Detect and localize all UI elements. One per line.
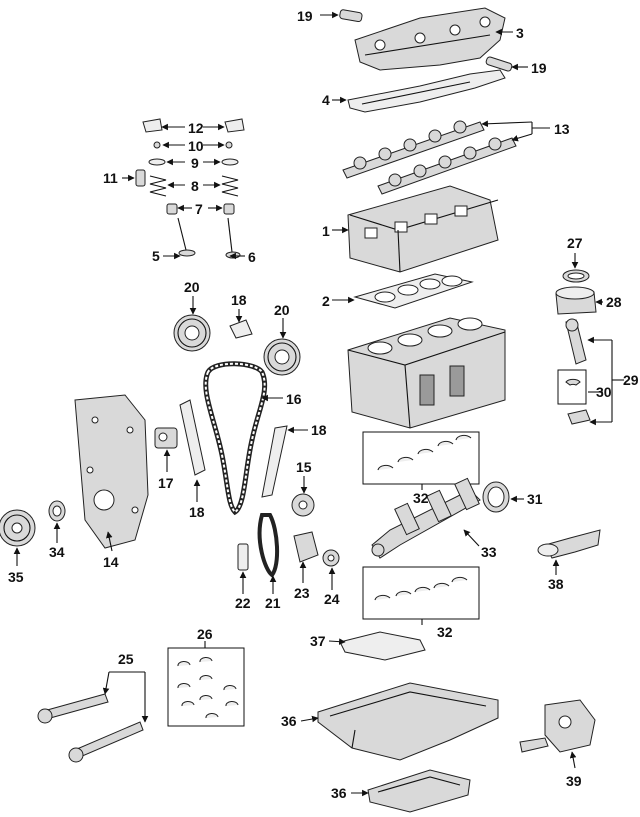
- callout-39: 39: [566, 773, 582, 789]
- callout-27: 27: [567, 235, 583, 251]
- oil-pump-tensioner-part: [293, 531, 319, 563]
- oil-pump-chain-part: [257, 513, 280, 578]
- pcv-fitting-top-part: [339, 9, 363, 23]
- oil-pickup-tube-part: [537, 529, 601, 559]
- chain-guide-right-part: [261, 425, 288, 498]
- piston-rings-part: [562, 269, 590, 283]
- callout-4: 4: [322, 92, 330, 108]
- callout-16: 16: [286, 391, 302, 407]
- callout-19-right: 19: [531, 60, 547, 76]
- engine-block-part: [347, 317, 506, 429]
- callout-5: 5: [152, 248, 160, 264]
- callout-15: 15: [296, 459, 312, 475]
- piston-part: [555, 286, 597, 315]
- oil-pan-upper-part: [317, 682, 499, 761]
- callout-20-right: 20: [274, 302, 290, 318]
- callout-20-left: 20: [184, 279, 200, 295]
- callout-2: 2: [322, 293, 330, 309]
- valve-cover-part: [354, 7, 506, 71]
- cylinder-head-part: [347, 185, 499, 273]
- oil-pump-part: [519, 699, 596, 753]
- rod-bearings-part: [557, 369, 591, 425]
- callout-18-top: 18: [231, 292, 247, 308]
- callout-11: 11: [103, 170, 118, 186]
- callout-29: 29: [623, 372, 639, 388]
- oil-pump-chain-guide-part: [237, 543, 249, 571]
- callout-6: 6: [248, 249, 256, 265]
- callout-31: 31: [527, 491, 543, 507]
- callout-8: 8: [191, 178, 199, 194]
- oil-pan-lower-part: [367, 769, 471, 813]
- valve-seals-part: [166, 203, 235, 215]
- callout-1: 1: [322, 223, 330, 239]
- callout-18-right: 18: [311, 422, 327, 438]
- callout-33: 33: [481, 544, 497, 560]
- lash-adjuster-part: [135, 169, 146, 187]
- callout-24: 24: [324, 591, 340, 607]
- valve-cover-gasket-part: [347, 69, 506, 113]
- pcv-fitting-right-part: [485, 56, 513, 72]
- timing-cover-part: [74, 394, 149, 549]
- leader-lines: [13, 11, 624, 797]
- callout-3: 3: [516, 25, 524, 41]
- main-bearings-upper-part: [362, 431, 480, 485]
- crankshaft-part: [371, 477, 481, 559]
- callout-25: 25: [118, 651, 134, 667]
- callout-36-bottom: 36: [331, 785, 347, 801]
- callout-12: 12: [188, 120, 204, 136]
- exhaust-valve-part: [225, 217, 241, 259]
- valve-keepers-part: [153, 141, 233, 149]
- windage-tray-part: [339, 631, 426, 661]
- callout-18-left: 18: [189, 504, 205, 520]
- callout-28: 28: [606, 294, 622, 310]
- callout-13: 13: [554, 121, 570, 137]
- callout-7: 7: [195, 201, 203, 217]
- camshafts-part: [342, 120, 517, 195]
- callout-21: 21: [265, 595, 281, 611]
- cam-phaser-right-part: [263, 338, 301, 376]
- balance-shaft-bearings-part: [167, 647, 245, 727]
- callout-14: 14: [103, 554, 119, 570]
- chain-guide-top-part: [229, 319, 253, 339]
- head-gasket-part: [353, 273, 474, 309]
- callout-23: 23: [294, 585, 310, 601]
- crank-sprocket-part: [291, 493, 315, 517]
- connecting-rod-part: [565, 318, 587, 365]
- callout-26: 26: [197, 626, 213, 642]
- front-seal-part: [48, 500, 66, 522]
- callout-10: 10: [188, 138, 204, 154]
- callout-32-bottom: 32: [437, 624, 453, 640]
- main-bearings-lower-part: [362, 566, 480, 620]
- callout-17: 17: [158, 475, 174, 491]
- valve-springs-part: [149, 175, 239, 197]
- intake-valve-part: [177, 217, 196, 257]
- chain-guide-left-part: [179, 399, 206, 476]
- balance-shafts-part: [37, 693, 144, 763]
- cam-phaser-left-part: [173, 314, 211, 352]
- callout-19-top: 19: [297, 8, 313, 24]
- callout-37: 37: [310, 633, 326, 649]
- oil-pump-sprocket-part: [322, 549, 340, 567]
- timing-chain-part: [203, 361, 268, 516]
- callout-22: 22: [235, 595, 251, 611]
- callout-9: 9: [191, 155, 199, 171]
- callout-36-top: 36: [281, 713, 297, 729]
- callout-38: 38: [548, 576, 564, 592]
- crank-pulley-part: [0, 509, 36, 547]
- callout-34: 34: [49, 544, 65, 560]
- valve-retainers-part: [148, 158, 239, 166]
- callout-35: 35: [8, 569, 24, 585]
- callout-32-top: 32: [413, 490, 429, 506]
- callout-30: 30: [596, 384, 612, 400]
- chain-tensioner-part: [154, 427, 178, 449]
- rear-main-seal-part: [482, 481, 510, 513]
